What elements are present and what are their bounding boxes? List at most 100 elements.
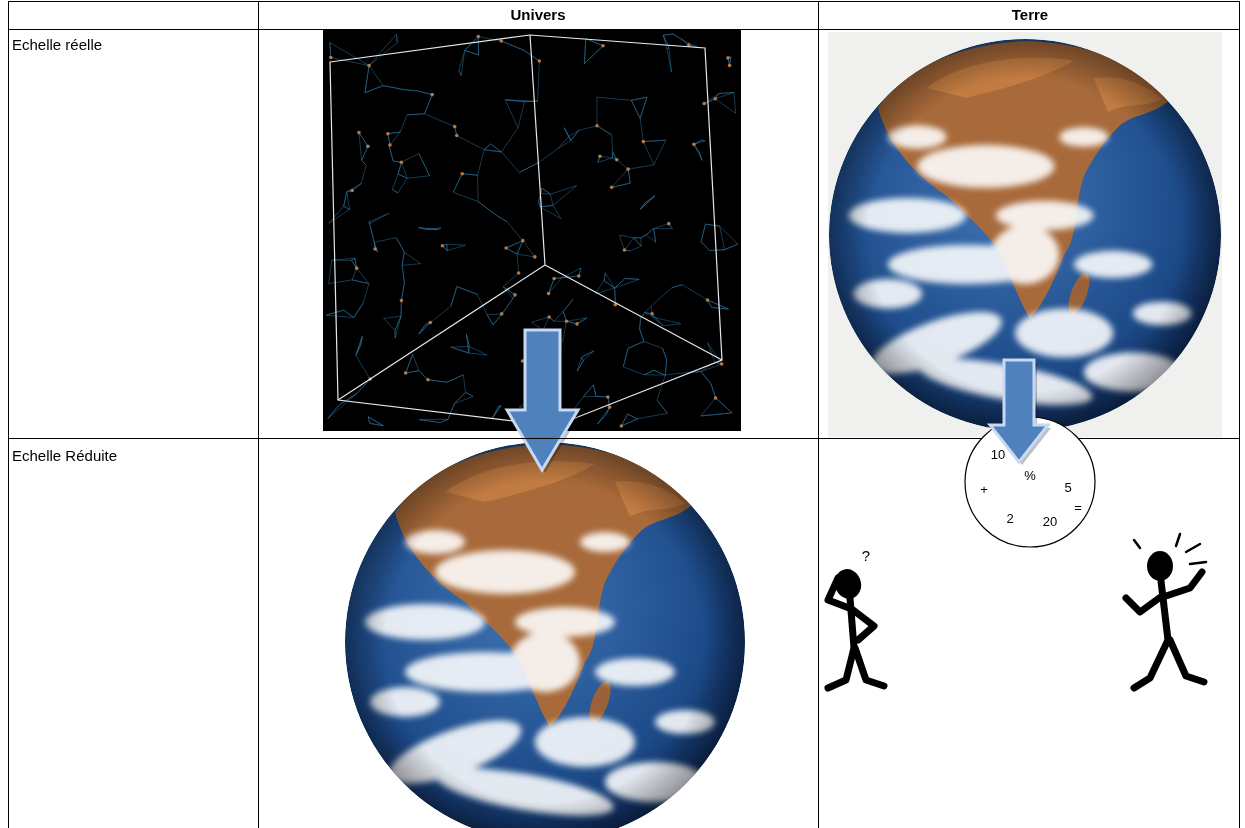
- filament: [419, 371, 428, 380]
- filament: [363, 284, 369, 303]
- filament: [428, 380, 447, 383]
- clock-symbol-holder: 5: [1064, 480, 1071, 496]
- filament: [720, 226, 738, 244]
- galaxy-cluster: [400, 160, 404, 164]
- filament: [404, 252, 420, 263]
- filament: [540, 207, 561, 219]
- filament: [711, 384, 716, 398]
- filament: [406, 354, 413, 373]
- filament: [417, 91, 432, 95]
- filament: [383, 86, 404, 90]
- filament: [672, 285, 682, 288]
- filament: [519, 163, 538, 173]
- filament: [640, 196, 655, 210]
- filament: [459, 50, 465, 70]
- filament: [631, 97, 647, 100]
- galaxy-cluster: [453, 125, 457, 129]
- filament: [413, 354, 419, 370]
- galaxy-cluster: [357, 131, 361, 135]
- filament: [571, 130, 579, 140]
- filament: [631, 97, 647, 100]
- filament: [651, 288, 672, 307]
- filament: [329, 209, 350, 223]
- filament: [326, 310, 343, 315]
- row-header-holder: Echelle Réduite: [12, 447, 117, 465]
- filament: [625, 278, 639, 280]
- filament: [597, 126, 612, 135]
- galaxy-cluster: [538, 59, 542, 63]
- filament: [451, 287, 457, 307]
- filament: [623, 348, 628, 367]
- filament: [419, 322, 431, 334]
- filament: [701, 242, 710, 251]
- filament: [538, 61, 540, 101]
- galaxy-cluster: [430, 93, 434, 97]
- galaxy-cluster: [388, 143, 392, 147]
- filament: [640, 118, 643, 141]
- filament: [604, 281, 615, 289]
- galaxy-cluster: [533, 255, 537, 259]
- filament: [643, 140, 666, 141]
- filament: [326, 310, 343, 315]
- filament: [540, 205, 553, 207]
- filament: [496, 215, 507, 221]
- filament: [641, 235, 646, 238]
- filament: [501, 152, 519, 172]
- filament: [451, 347, 469, 353]
- filament: [369, 66, 383, 86]
- filament: [487, 315, 493, 325]
- leg: [828, 648, 854, 688]
- question-mark-holder: ?: [862, 547, 870, 565]
- down-arrow: [507, 330, 578, 470]
- filament: [405, 90, 417, 91]
- filament: [542, 188, 550, 194]
- filament: [454, 397, 473, 404]
- galaxy-cluster: [441, 244, 445, 248]
- column-header: Univers: [510, 6, 565, 24]
- filament: [344, 192, 347, 206]
- leg: [855, 648, 884, 686]
- filament: [465, 50, 479, 55]
- galaxy-cluster: [400, 299, 404, 303]
- galaxy-cluster: [504, 246, 508, 250]
- filament: [597, 97, 632, 100]
- filament: [584, 46, 603, 64]
- filament: [447, 245, 465, 251]
- filament: [523, 241, 535, 257]
- filament: [630, 246, 641, 251]
- filament: [577, 357, 581, 371]
- filament: [701, 413, 732, 416]
- filament: [402, 252, 404, 265]
- filament: [326, 315, 354, 317]
- filament: [640, 329, 644, 341]
- filament: [637, 413, 667, 419]
- filament: [507, 222, 523, 241]
- filament: [634, 237, 641, 238]
- filament: [604, 273, 605, 281]
- filament: [344, 192, 347, 206]
- galaxy-cluster: [499, 39, 503, 43]
- filament: [665, 360, 666, 375]
- filament: [400, 115, 407, 132]
- filament: [715, 92, 734, 98]
- filament: [621, 414, 627, 426]
- filament: [682, 285, 707, 300]
- filament: [388, 132, 400, 134]
- filament: [438, 228, 441, 230]
- filament: [406, 354, 413, 373]
- galaxy-cluster: [355, 266, 359, 270]
- galaxy-cluster: [521, 239, 525, 243]
- filament: [621, 419, 637, 426]
- filament: [539, 201, 540, 206]
- filament: [569, 130, 579, 136]
- filament: [459, 70, 461, 75]
- filament: [374, 242, 377, 251]
- filament: [362, 160, 367, 165]
- filament: [643, 140, 666, 141]
- filament: [401, 153, 418, 162]
- filament: [392, 189, 398, 193]
- filament: [623, 367, 644, 375]
- filament: [424, 95, 432, 114]
